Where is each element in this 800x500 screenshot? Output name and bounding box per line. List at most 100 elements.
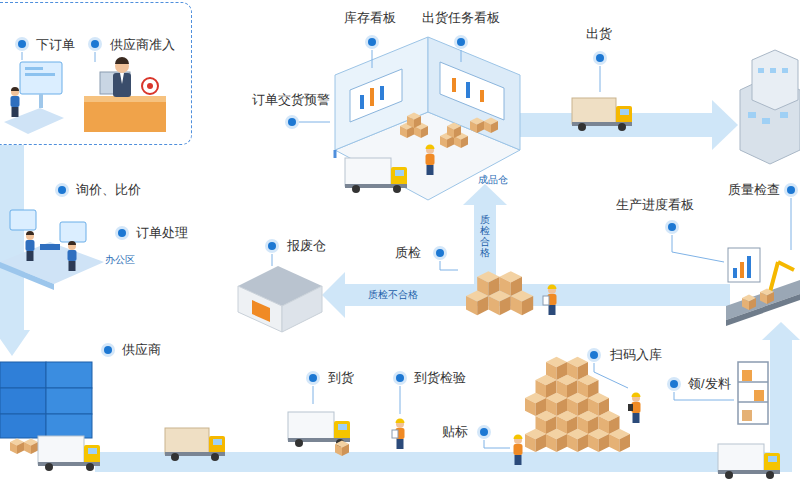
order-scene — [20, 62, 62, 94]
flow-band — [463, 184, 507, 205]
customer-buildings — [740, 50, 800, 164]
finished-goods-warehouse — [452, 78, 456, 92]
supplier-admission-scene — [142, 78, 158, 94]
callout-label: 办公区 — [105, 254, 135, 266]
leader-line — [272, 254, 273, 266]
production-line — [726, 248, 800, 326]
customer-buildings — [752, 50, 798, 110]
callout-label: 询价、比价 — [76, 182, 141, 198]
callout-dot — [55, 183, 69, 197]
container-stack — [46, 388, 92, 414]
flow-band — [770, 340, 792, 472]
production-line — [728, 248, 760, 282]
leader-line — [372, 50, 373, 68]
material-shelves — [738, 401, 768, 403]
finished-goods-warehouse — [335, 37, 520, 200]
finished-goods-warehouse — [360, 95, 364, 109]
callout-label: 出货任务看板 — [422, 10, 500, 26]
material-shelves — [718, 444, 780, 479]
leader-line — [672, 235, 724, 262]
callout-dot — [393, 371, 407, 385]
arrival-scene — [335, 441, 349, 457]
container-stack — [10, 439, 24, 455]
supplier-admission-scene — [84, 57, 166, 132]
leader-line — [22, 52, 23, 60]
order-scene — [39, 94, 43, 108]
container-stack — [0, 414, 46, 438]
finished-goods-warehouse — [345, 158, 407, 193]
callout-label: 下订单 — [36, 37, 75, 53]
supplier-admission-scene — [113, 73, 131, 97]
customer-buildings — [782, 68, 788, 73]
callout-label: 库存看板 — [344, 10, 396, 26]
material-shelves — [738, 362, 768, 424]
leader-line — [791, 198, 792, 250]
callout-dot — [667, 377, 681, 391]
dashed-group-box: 下订单 供应商准入 — [0, 2, 192, 145]
callout-label: 出货 — [586, 26, 612, 42]
finished-goods-warehouse — [335, 37, 428, 150]
callout-label: 成品仓 — [478, 174, 508, 186]
scrap-warehouse — [238, 286, 282, 332]
supplier-admission-scene — [115, 57, 129, 64]
flow-band — [762, 322, 800, 340]
leader-line — [400, 386, 401, 414]
band-label: 质检合格 — [480, 214, 490, 258]
leader-line — [22, 50, 791, 448]
office-scene — [0, 242, 104, 284]
arrival-scene — [165, 412, 405, 461]
finished-goods-warehouse — [428, 37, 520, 150]
leader-line — [440, 261, 458, 270]
office-scene — [40, 244, 60, 250]
pallet-stack — [628, 404, 633, 411]
order-scene — [25, 73, 55, 76]
callout-dot — [15, 35, 798, 439]
production-line — [760, 289, 774, 305]
callout-dot — [433, 246, 447, 260]
inspection-boxes — [543, 296, 549, 305]
order-scene — [11, 87, 20, 117]
flow-band — [322, 272, 345, 318]
finished-goods-warehouse — [470, 118, 484, 134]
container-stack — [0, 362, 100, 471]
order-scene — [25, 67, 43, 70]
container-stack — [46, 362, 92, 388]
leader-line — [594, 363, 628, 388]
inspection-boxes — [466, 271, 557, 315]
production-line — [770, 262, 778, 292]
customer-buildings — [748, 112, 756, 118]
container-stack — [0, 362, 46, 388]
finished-goods-warehouse — [380, 86, 384, 100]
pallet-stack — [525, 357, 630, 452]
office-scene — [26, 231, 35, 261]
finished-goods-warehouse — [447, 123, 461, 139]
leader-line — [299, 122, 330, 123]
callout-dot — [115, 226, 129, 240]
callout-label: 领/发料 — [688, 376, 731, 392]
office-scene — [10, 210, 36, 230]
scrap-warehouse — [252, 300, 270, 322]
callout-dot — [665, 220, 679, 234]
shipping-truck — [572, 98, 632, 131]
office-scene — [0, 262, 54, 290]
finished-goods-warehouse — [334, 150, 337, 158]
production-line — [747, 256, 751, 278]
leader-line — [313, 386, 314, 404]
callout-label: 订单交货预警 — [252, 92, 330, 108]
container-stack — [0, 388, 46, 414]
callout-label: 供应商 — [122, 342, 161, 358]
callout-label: 订单处理 — [136, 225, 188, 241]
material-shelves — [742, 410, 752, 421]
callout-label: 供应商准入 — [110, 37, 175, 53]
callout-label: 扫码入库 — [610, 347, 662, 363]
scrap-warehouse — [282, 286, 322, 332]
supplier-admission-scene — [147, 83, 153, 89]
leader-line — [95, 52, 96, 62]
material-shelves — [742, 370, 752, 381]
production-line — [733, 268, 737, 278]
supplier-admission-scene — [84, 100, 166, 132]
finished-goods-warehouse — [350, 69, 402, 122]
leader-line — [674, 392, 734, 400]
callout-dot — [477, 425, 491, 439]
